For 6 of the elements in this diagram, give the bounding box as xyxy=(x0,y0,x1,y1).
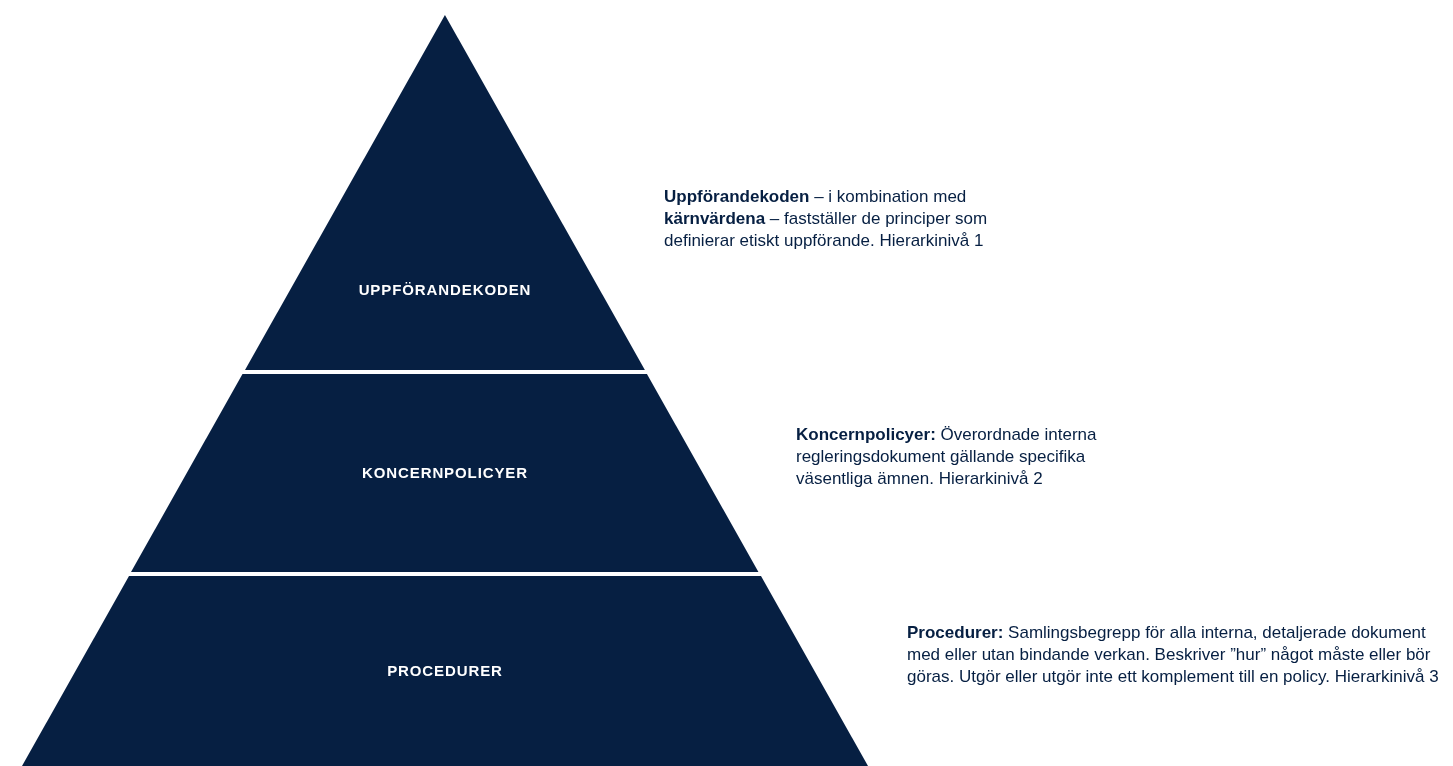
tier-label: PROCEDURER xyxy=(387,661,503,681)
description-text: Koncernpolicyer: Överordnade interna regleringsdokument gällande specifika väsentliga ämnen. Hierarkinivå 2 xyxy=(796,424,1098,490)
tier-label: KONCERNPOLICYER xyxy=(362,463,528,483)
description-text: Uppförandekoden – i kombination med kärnvärdena – fastställer de principer som definierar etiskt uppförande. Hierarkinivå 1 xyxy=(664,186,989,252)
tier-label: UPPFÖRANDEKODEN xyxy=(358,280,532,300)
description-text: Procedurer: Samlingsbegrepp för alla interna, detaljerade dokument med eller utan bindande verkan. Beskriver ”hur” något måste eller bör göras. Utgör eller utgör inte ett komplement till en policy. Hierarkinivå 3 xyxy=(907,622,1440,688)
